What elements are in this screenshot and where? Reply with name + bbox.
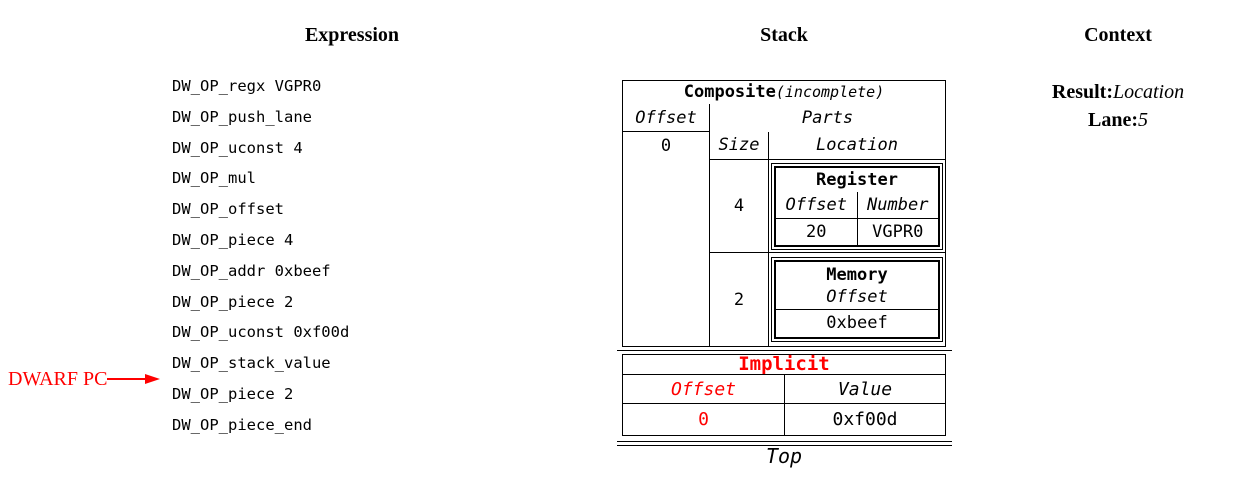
lane-value: 5 — [1138, 109, 1148, 131]
part-location-cell: Register Offset Number 20 VGPR0 — [769, 160, 945, 252]
expression-op: DW_OP_push_lane — [172, 107, 312, 126]
expression-op: DW_OP_regx VGPR0 — [172, 77, 322, 95]
implicit-offset-value: 0 — [623, 404, 785, 435]
register-title: Register — [816, 169, 898, 190]
register-location-table: Register Offset Number 20 VGPR0 — [771, 162, 943, 250]
expression-op: DW_OP_piece_end — [172, 415, 312, 434]
register-offset-value: 20 — [776, 218, 858, 245]
result-label: Result: — [1051, 81, 1113, 103]
stack-top-label: Top — [765, 444, 803, 468]
expression-op: DW_OP_piece 4 — [172, 230, 294, 249]
implicit-header-row: Offset Value — [623, 375, 945, 404]
dwarf-pc-pointer: DWARF PC — [8, 366, 161, 392]
memory-location-table: Memory Offset 0xbeef — [771, 257, 943, 342]
dwarf-pc-label: DWARF PC — [8, 368, 108, 390]
expression-op: DW_OP_stack_value — [172, 354, 331, 373]
implicit-offset-header: Offset — [623, 375, 785, 403]
expression-op: DW_OP_offset — [172, 200, 284, 219]
memory-offset-value: 0xbeef — [826, 313, 888, 333]
part-size-value: 4 — [710, 160, 769, 252]
implicit-value-header: Value — [837, 378, 893, 400]
result-value: Location — [1112, 81, 1185, 103]
composite-part-row: 4 Register Offset Number 20 — [710, 160, 945, 253]
composite-title-text: Composite — [683, 82, 776, 102]
stack-entry-composite: Composite(incomplete) Offset 0 Parts Siz… — [622, 80, 946, 347]
expression-op: DW_OP_addr 0xbeef — [172, 261, 331, 280]
composite-incomplete-flag: (incomplete) — [775, 83, 885, 101]
memory-title: Memory — [826, 265, 888, 285]
expression-op: DW_OP_uconst 4 — [172, 138, 303, 157]
composite-parts-header: Parts — [801, 108, 854, 128]
expression-op: DW_OP_uconst 0xf00d — [172, 323, 350, 342]
expression-op: DW_OP_mul — [172, 169, 256, 188]
memory-location-table-inner: Memory Offset 0xbeef — [774, 260, 940, 339]
expression-op-list: DW_OP_regx VGPR0 DW_OP_push_lane DW_OP_u… — [172, 71, 349, 441]
part-location-cell: Memory Offset 0xbeef — [769, 253, 945, 346]
right-arrow-icon — [107, 374, 161, 384]
expression-op: DW_OP_piece 2 — [172, 384, 294, 403]
size-location-header-row: Size Location — [710, 132, 945, 160]
part-size-value: 2 — [710, 253, 769, 346]
memory-offset-header: Offset — [776, 286, 938, 310]
stack-column-title: Stack — [760, 24, 808, 46]
register-offset-header: Offset — [776, 191, 858, 218]
stack-entry-divider — [617, 350, 952, 351]
context-column-title: Context — [1084, 24, 1152, 46]
composite-offset-value: 0 — [660, 136, 672, 156]
register-location-table-inner: Register Offset Number 20 VGPR0 — [774, 165, 940, 247]
implicit-value-value: 0xf00d — [832, 409, 898, 430]
register-number-header: Number — [867, 194, 929, 215]
stack-entry-implicit: Implicit Offset Value 0 0xf00d — [622, 354, 946, 436]
expression-column-title: Expression — [304, 24, 400, 46]
stack-bottom-divider — [617, 441, 952, 446]
composite-offset-column: Offset 0 — [623, 104, 710, 346]
size-header: Size — [710, 132, 769, 159]
composite-parts-column: Parts Size Location 4 Register Offset — [710, 104, 945, 346]
lane-label: Lane: — [1088, 109, 1138, 131]
context-result-line: Result:Location — [1008, 78, 1228, 106]
context-lane-line: Lane:5 — [1008, 106, 1228, 134]
register-header-row: Offset Number — [776, 191, 938, 219]
composite-body: Offset 0 Parts Size Location 4 Register — [623, 104, 945, 346]
composite-offset-header: Offset — [623, 104, 709, 132]
implicit-title: Implicit — [623, 355, 945, 375]
location-header: Location — [816, 135, 898, 155]
expression-op: DW_OP_piece 2 — [172, 292, 294, 311]
composite-title: Composite(incomplete) — [623, 81, 945, 104]
context-panel: Result:Location Lane:5 — [1008, 78, 1228, 134]
register-number-value: VGPR0 — [872, 221, 924, 242]
register-value-row: 20 VGPR0 — [776, 218, 938, 245]
composite-part-row: 2 Memory Offset 0xbeef — [710, 253, 945, 346]
implicit-value-row: 0 0xf00d — [623, 404, 945, 435]
